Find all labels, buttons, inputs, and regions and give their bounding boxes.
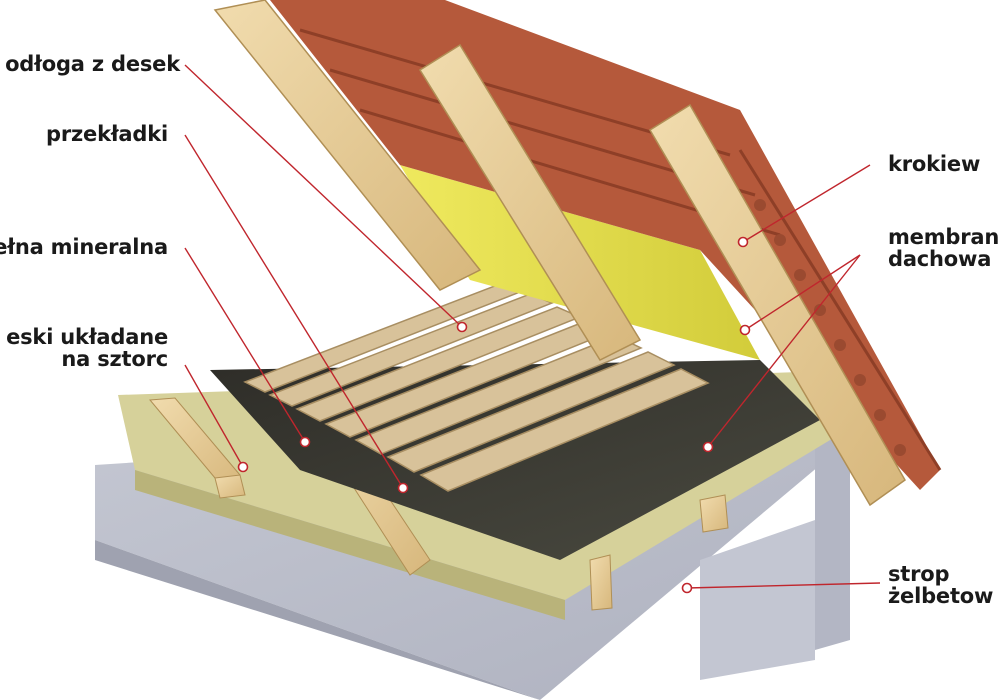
marker-przekladki — [397, 482, 409, 494]
marker-krokiew — [737, 236, 749, 248]
marker-membrana-1 — [739, 324, 751, 336]
leader-deski — [184, 364, 244, 468]
marker-membrana-2 — [702, 441, 714, 453]
leader-strop — [686, 582, 881, 589]
label-strop-line1: strop — [888, 562, 950, 586]
label-strop-zelbetowy: strop żelbetow — [888, 563, 993, 607]
leader-przekladki — [184, 134, 404, 489]
label-membrana-line2: dachowa — [888, 247, 992, 271]
label-przekladki: przekładki — [46, 122, 168, 146]
leader-krokiew — [742, 164, 871, 243]
leader-lines — [184, 64, 881, 589]
label-welna-mineralna: ełna mineralna — [0, 235, 168, 259]
marker-welna — [299, 436, 311, 448]
leader-welna — [184, 247, 306, 443]
marker-deski — [237, 461, 249, 473]
label-strop-line2: żelbetow — [888, 584, 994, 608]
label-deski-na-sztorc: eski układane na sztorc — [6, 326, 168, 370]
label-podloga-z-desek: odłoga z desek — [5, 52, 180, 76]
leader-membrana-2 — [707, 254, 861, 448]
rafters — [213, 0, 906, 507]
label-membrana-dachowa: membran dachowa — [888, 226, 999, 270]
marker-podloga — [456, 321, 468, 333]
label-deski-line1: eski układane — [6, 325, 168, 349]
leader-markers — [237, 236, 751, 594]
leader-podloga — [184, 64, 463, 328]
label-membrana-line1: membran — [888, 225, 1000, 249]
floor-boards — [243, 281, 710, 492]
label-deski-line2: na sztorc — [61, 347, 168, 371]
marker-strop — [681, 582, 693, 594]
leader-membrana-1 — [744, 254, 861, 331]
label-krokiew: krokiew — [888, 152, 981, 176]
